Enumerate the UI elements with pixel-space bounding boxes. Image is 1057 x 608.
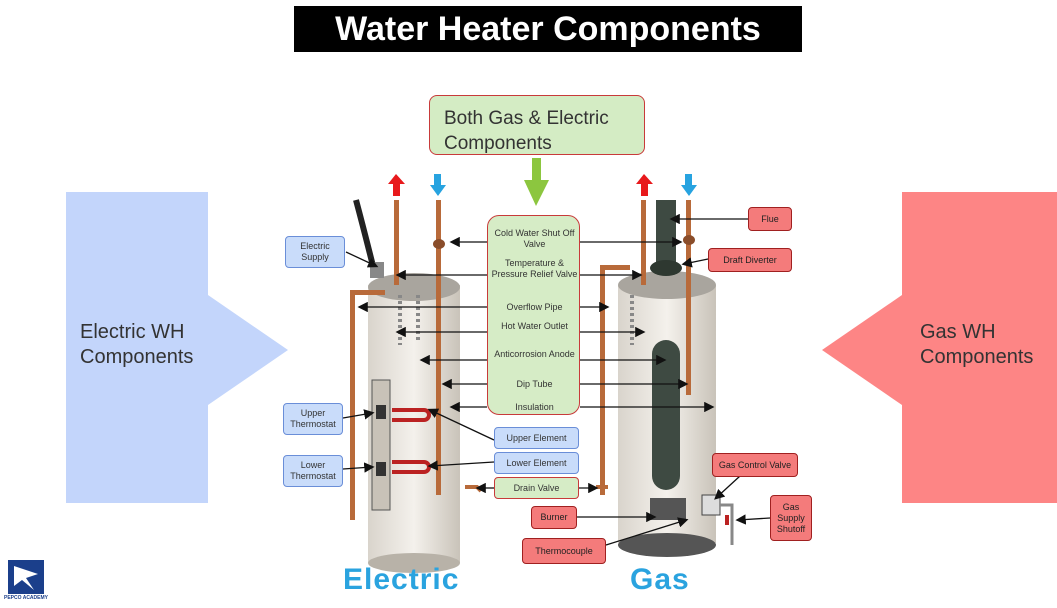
pepco-academy-logo: PEPCO ACADEMY <box>4 558 48 604</box>
shared-components-box: Cold Water Shut Off Valve Temperature & … <box>487 215 580 415</box>
gas-control-valve-label: Gas Control Valve <box>712 453 798 477</box>
electric-arrow-shape <box>66 192 288 503</box>
upper-element-label: Upper Element <box>494 427 579 449</box>
draft-diverter-label: Draft Diverter <box>708 248 792 272</box>
page-title: Water Heater Components <box>294 6 802 52</box>
gas-arrow-shape <box>822 192 1057 503</box>
gas-supply-shutoff-label: Gas Supply Shutoff <box>770 495 812 541</box>
burner-label: Burner <box>531 506 577 529</box>
electric-heater-label: Electric <box>343 563 460 596</box>
anticorrosion-anode-label: Anticorrosion Anode <box>494 349 575 359</box>
green-down-arrow <box>524 158 549 206</box>
flue-label: Flue <box>748 207 792 231</box>
gas-tank <box>618 200 716 557</box>
both-components-box: Both Gas & Electric Components <box>429 95 645 155</box>
gas-heater-label: Gas <box>630 563 690 596</box>
electric-cold-arrow <box>430 174 446 196</box>
drain-valve-label: Drain Valve <box>494 477 579 499</box>
electric-hot-arrow <box>388 174 405 196</box>
lower-thermostat-label: Lower Thermostat <box>283 455 343 487</box>
upper-thermostat-label: Upper Thermostat <box>283 403 343 435</box>
logo-emblem-icon <box>8 560 44 594</box>
tp-relief-valve-label: Temperature & Pressure Relief Valve <box>491 258 578 279</box>
insulation-label: Insulation <box>515 402 554 412</box>
cold-water-shutoff-valve-label: Cold Water Shut Off Valve <box>494 228 575 249</box>
connector-lines <box>342 213 771 546</box>
lower-element-label: Lower Element <box>494 452 579 474</box>
electric-supply-label: Electric Supply <box>285 236 345 268</box>
electric-tank <box>368 273 460 573</box>
overflow-pipe-label: Overflow Pipe <box>506 302 563 312</box>
gas-cold-arrow <box>681 174 697 196</box>
thermocouple-label: Thermocouple <box>522 538 606 564</box>
hot-water-outlet-label: Hot Water Outlet <box>501 321 568 331</box>
gas-hot-arrow <box>636 174 653 196</box>
dip-tube-label: Dip Tube <box>516 379 553 389</box>
